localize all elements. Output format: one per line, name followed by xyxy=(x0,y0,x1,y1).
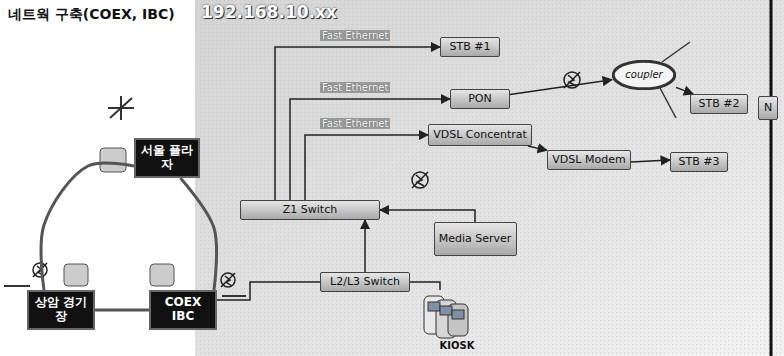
node-label: STB #1 xyxy=(450,41,491,54)
diagram-title: 네트웍 구축(COEX, IBC) xyxy=(8,6,175,24)
node-label: Z1 Switch xyxy=(283,204,337,217)
connector xyxy=(380,210,475,222)
node-label: L2/L3 Switch xyxy=(330,276,400,289)
connector xyxy=(410,282,440,290)
switch-box: Z1 Switch xyxy=(240,200,380,220)
connector xyxy=(275,47,440,200)
connector xyxy=(528,146,547,150)
connector xyxy=(305,135,428,200)
connector xyxy=(510,80,612,95)
network-panel: 192.168.10.xxSTB #1 PON couplerSTB #2 VDSL … xyxy=(195,0,784,356)
pon-device: PON xyxy=(450,89,510,109)
side-tab: N xyxy=(758,96,778,120)
site-box: 서울 플라자 xyxy=(134,138,200,178)
connector xyxy=(41,163,134,290)
panel-ground xyxy=(195,0,784,356)
connector xyxy=(364,220,366,272)
site-box: 상암 경기장 xyxy=(27,290,95,330)
node-label: 상암 경기장 xyxy=(31,296,91,324)
compass-arrows xyxy=(4,96,246,296)
site-box: COEX IBC xyxy=(149,290,217,330)
node-label: VDSL Concentrat xyxy=(433,129,527,142)
set-top-box: STB #1 xyxy=(440,37,500,57)
node-label: Media Server xyxy=(439,233,512,246)
kiosk-group: KIOSK xyxy=(420,290,494,352)
node-label: coupler xyxy=(625,69,662,81)
vdsl-modem: VDSL Modem xyxy=(547,150,631,170)
connector xyxy=(95,309,149,312)
node-label: VDSL Modem xyxy=(552,154,625,167)
connector xyxy=(290,99,450,200)
node-label: PON xyxy=(468,93,492,106)
connector xyxy=(631,160,670,162)
edge-bar xyxy=(770,0,773,356)
kiosk-icons xyxy=(424,296,468,338)
edge-label: Fast Ethernet xyxy=(320,118,390,129)
node-label: STB #2 xyxy=(699,98,740,111)
node-label: COEX IBC xyxy=(153,296,213,324)
panel-texture xyxy=(195,0,784,356)
connector xyxy=(676,87,693,94)
node-label: 서울 플라자 xyxy=(138,144,196,172)
connector xyxy=(217,282,320,300)
edge-label: Fast Ethernet xyxy=(320,30,390,41)
node-label: 192.168.10.xx xyxy=(201,3,337,23)
set-top-box: STB #2 xyxy=(690,94,748,114)
connector xyxy=(180,178,216,290)
wireless-symbol xyxy=(33,72,580,287)
node-label: KIOSK xyxy=(440,340,475,352)
coupler-ellipse: coupler xyxy=(612,60,676,90)
media-server: Media Server xyxy=(434,222,517,256)
node-label: N xyxy=(764,102,772,115)
vdsl-concentrator: VDSL Concentrat xyxy=(428,124,532,146)
set-top-box: STB #3 xyxy=(670,152,728,172)
switch-box: L2/L3 Switch xyxy=(320,272,410,292)
edge-label: Fast Ethernet xyxy=(320,82,390,93)
node-label: STB #3 xyxy=(679,156,720,169)
